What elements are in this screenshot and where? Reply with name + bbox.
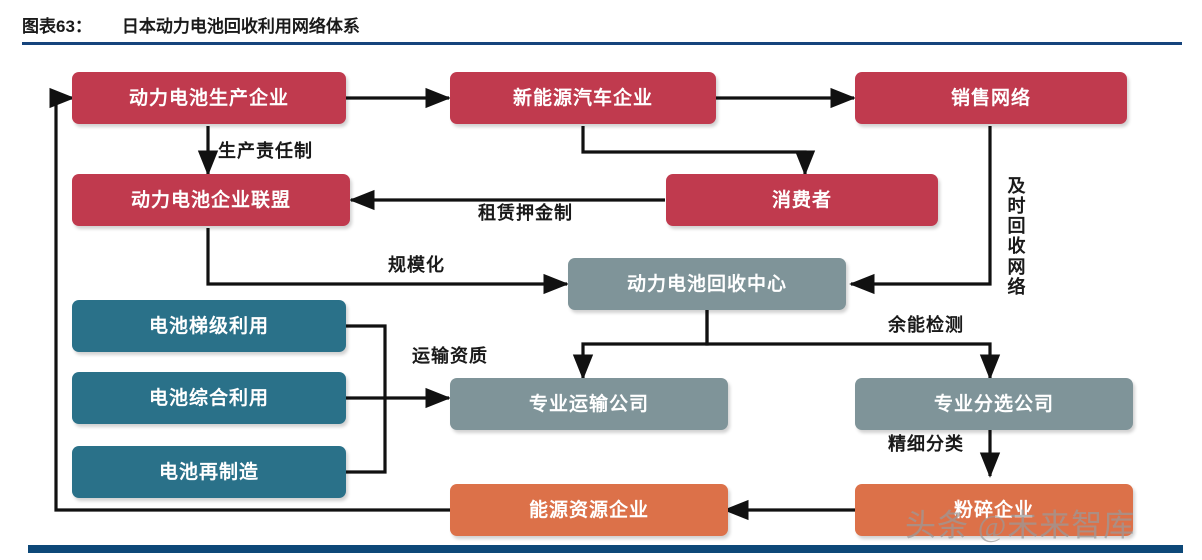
edge-label-residual-energy-test: 余能检测 [888, 315, 964, 335]
node-label: 销售网络 [950, 87, 1031, 109]
node-label: 新能源汽车企业 [512, 87, 653, 109]
node-label: 动力电池回收中心 [626, 273, 787, 295]
node-recycle-center[interactable]: 动力电池回收中心 [568, 258, 846, 310]
page-title: 日本动力电池回收利用网络体系 [121, 17, 360, 36]
node-sales-network[interactable]: 销售网络 [855, 72, 1127, 124]
node-consumer[interactable]: 消费者 [666, 174, 938, 226]
node-nev-maker[interactable]: 新能源汽车企业 [450, 72, 716, 124]
node-crushing-company[interactable]: 粉碎企业 [855, 484, 1133, 536]
edge-label-scale: 规模化 [388, 255, 445, 275]
node-label: 电池梯级利用 [148, 315, 269, 337]
figure-number: 图表63： [22, 17, 92, 36]
edge-label-producer-responsibility: 生产责任制 [218, 141, 313, 161]
node-label: 消费者 [771, 189, 832, 211]
title-underline [22, 42, 1182, 45]
edge-label-lease-deposit: 租赁押金制 [478, 203, 573, 223]
node-battery-alliance[interactable]: 动力电池企业联盟 [72, 174, 350, 226]
node-label: 电池综合利用 [148, 387, 269, 409]
node-label: 专业运输公司 [528, 393, 649, 415]
node-energy-resource[interactable]: 能源资源企业 [450, 484, 728, 536]
diagram-canvas: 动力电池生产企业 新能源汽车企业 销售网络 动力电池企业联盟 消费者 动力电池回… [0, 52, 1202, 542]
footer-rule [28, 545, 1183, 553]
connector-layer [49, 87, 1001, 521]
node-remanufacture[interactable]: 电池再制造 [72, 446, 346, 498]
node-transport-company[interactable]: 专业运输公司 [450, 378, 728, 430]
node-cascade-use[interactable]: 电池梯级利用 [72, 300, 346, 352]
node-comprehensive-use[interactable]: 电池综合利用 [72, 372, 346, 424]
node-label: 粉碎企业 [953, 499, 1034, 521]
node-label: 能源资源企业 [528, 499, 649, 521]
edge-label-timely-recovery-network: 及时回收网络 [1007, 176, 1027, 297]
page-header: 图表63： 日本动力电池回收利用网络体系 [22, 12, 1182, 46]
node-label: 动力电池企业联盟 [130, 189, 291, 211]
title-row: 图表63： 日本动力电池回收利用网络体系 [22, 12, 1182, 37]
node-label: 电池再制造 [158, 461, 259, 483]
node-label: 专业分选公司 [933, 393, 1054, 415]
edge-label-fine-classification: 精细分类 [888, 434, 964, 454]
edge-label-transport-qualification: 运输资质 [412, 346, 488, 366]
node-battery-maker[interactable]: 动力电池生产企业 [72, 72, 346, 124]
node-sorting-company[interactable]: 专业分选公司 [855, 378, 1133, 430]
node-label: 动力电池生产企业 [128, 87, 289, 109]
